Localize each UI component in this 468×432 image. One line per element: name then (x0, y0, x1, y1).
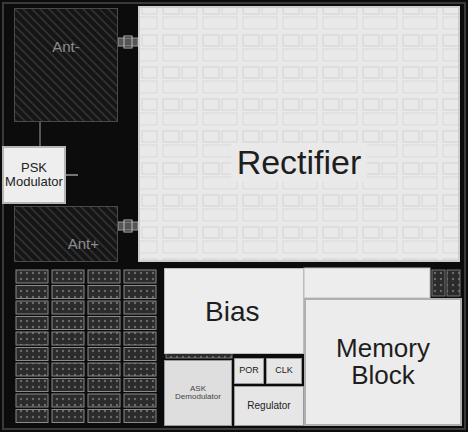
block-label: POR (239, 366, 259, 375)
capacitor-cell (52, 394, 84, 407)
capacitor-cell (124, 348, 156, 361)
capacitor-cell (16, 317, 48, 330)
capacitor-cell (124, 394, 156, 407)
capacitor-cell (124, 379, 156, 392)
capacitor-cell (16, 363, 48, 376)
capacitor-cell (88, 348, 120, 361)
capacitor-array (16, 270, 156, 423)
die-edge (3, 3, 465, 429)
capacitor-cell (52, 301, 84, 314)
capacitor-cell (124, 286, 156, 299)
capacitor-cell (16, 394, 48, 407)
block-label: Ant+ (68, 236, 99, 252)
capacitor-cell (52, 270, 84, 283)
antenna-pad: Ant- (14, 8, 118, 122)
modulator-block: PSK Modulator (2, 146, 66, 204)
block-label: PSK Modulator (5, 161, 63, 188)
capacitor-cell (52, 286, 84, 299)
regulator-block: Regulator (234, 386, 304, 426)
capacitor-cell (52, 363, 84, 376)
capacitor-cell (124, 301, 156, 314)
capacitor-cell (16, 410, 48, 423)
rectifier-area (138, 6, 460, 262)
block-label: ASK Demodulator (168, 385, 228, 402)
capacitor-cell (52, 410, 84, 423)
capacitor-cell (88, 410, 120, 423)
capacitor-cell (88, 301, 120, 314)
capacitor-cell (88, 379, 120, 392)
block-label: CLK (275, 366, 293, 375)
capacitor-cell (16, 332, 48, 345)
capacitor-cell (124, 317, 156, 330)
demodulator-block: ASK Demodulator (164, 360, 232, 426)
capacitor-cell (124, 270, 156, 283)
capacitor-cell (88, 286, 120, 299)
por-block: POR (234, 358, 264, 384)
capacitor-cell (88, 363, 120, 376)
memory-block: Memory Block (304, 298, 462, 426)
antenna-pad: Ant+ (14, 206, 118, 262)
capacitor-cell (52, 317, 84, 330)
block-label: Rectifier (231, 143, 368, 183)
capacitor-cell (88, 394, 120, 407)
rectifier-block: Rectifier (138, 6, 460, 262)
capacitor-cell (52, 348, 84, 361)
capacitor-cell (88, 270, 120, 283)
block-label: Bias (205, 297, 259, 326)
bias-strip (304, 268, 430, 298)
clock-block: CLK (266, 358, 302, 384)
corner-cells (432, 270, 460, 296)
block-label: Memory Block (309, 335, 457, 390)
block-label: Regulator (247, 401, 290, 412)
capacitor-cell (88, 317, 120, 330)
capacitor-cell (16, 348, 48, 361)
capacitor-cell (124, 363, 156, 376)
capacitor-cell (16, 379, 48, 392)
capacitor-cell (88, 332, 120, 345)
capacitor-cell (16, 270, 48, 283)
block-label: Ant- (52, 39, 80, 55)
capacitor-cell (16, 286, 48, 299)
capacitor-cell (124, 410, 156, 423)
capacitor-cell (124, 332, 156, 345)
capacitor-cell (52, 379, 84, 392)
capacitor-cell (52, 332, 84, 345)
bias-block: Bias (164, 268, 304, 354)
capacitor-cell (16, 301, 48, 314)
